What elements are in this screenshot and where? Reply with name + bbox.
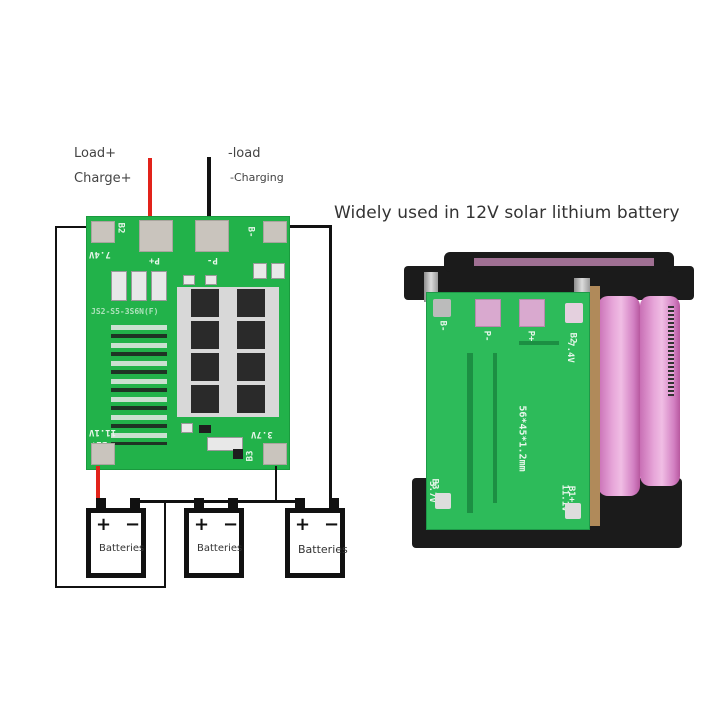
wire-b1-plus: [96, 466, 100, 506]
pad-b3: [435, 493, 451, 509]
diode: [199, 425, 211, 433]
board-dimensions: 56*45*1.2mm: [516, 405, 528, 472]
component: [131, 271, 147, 301]
battery-terminal-positive: [295, 498, 305, 510]
silk-model: JS2-S5-3S6N(F): [91, 307, 159, 316]
silk-7v4: 7.4V: [564, 341, 575, 363]
capacitor: [181, 423, 193, 433]
silk-p-plus: P+: [525, 330, 536, 342]
wire-load-minus: [207, 157, 211, 220]
headline: Widely used in 12V solar lithium battery: [334, 203, 680, 223]
component: [207, 437, 243, 451]
load-minus-label: -load: [228, 146, 261, 161]
mosfet: [237, 289, 265, 317]
mosfet: [191, 321, 219, 349]
pad-b3: [263, 443, 287, 465]
bms-board-installed: B- P- P+ B2 7.4V 56*45*1.2mm B3 3.7V B1+…: [426, 292, 590, 530]
plus-sign: +: [96, 514, 112, 535]
wire-load-plus: [148, 158, 152, 220]
bms-pcb: B2 7.4V P+ P- B- JS2-S5-3S6N(F) 11.1V B1…: [86, 216, 290, 470]
cell-barcode: [668, 306, 674, 396]
battery-body: + − Batteries: [285, 508, 348, 578]
battery-terminal-negative: [329, 498, 339, 510]
battery-terminal-negative: [228, 498, 238, 510]
wire-b2-vertical: [55, 226, 57, 588]
silk-p-plus: P+: [149, 255, 160, 265]
pad-p-minus: [475, 299, 501, 327]
cell-18650: [640, 296, 680, 486]
silk-3v7: 3.7V: [251, 429, 273, 439]
silk-b3: B3: [245, 450, 256, 462]
cell-tops: [474, 258, 654, 266]
silk-b-minus: B-: [245, 226, 256, 238]
wire-b2-up: [164, 503, 166, 588]
load-plus-label: Load+: [74, 146, 117, 161]
component: [151, 271, 167, 301]
charging-minus-label: -Charging: [230, 171, 284, 184]
plus-sign: +: [295, 514, 311, 535]
minus-sign: −: [223, 514, 239, 535]
mosfet: [237, 353, 265, 381]
resistor: [271, 263, 285, 279]
silk-b2: B2: [115, 222, 126, 234]
trace: [467, 353, 473, 513]
wire-b2-bottom: [55, 586, 165, 588]
pad-b2: [91, 221, 115, 243]
mosfet: [191, 353, 219, 381]
transistor: [233, 449, 243, 459]
pad-p-plus: [519, 299, 545, 327]
wire-b-minus-vertical: [329, 225, 332, 505]
battery-label: Batteries: [298, 543, 348, 556]
pad-b2: [565, 303, 583, 323]
trace: [493, 353, 497, 503]
battery-terminal-negative: [130, 498, 140, 510]
capacitor: [205, 275, 217, 285]
capacitor: [183, 275, 195, 285]
battery-pack-photo: B- P- P+ B2 7.4V 56*45*1.2mm B3 3.7V B1+…: [404, 246, 694, 556]
mosfet: [237, 385, 265, 413]
silk-p-minus: P-: [207, 255, 218, 265]
wire-b3: [275, 466, 277, 502]
plus-sign: +: [194, 514, 210, 535]
cell-18650: [598, 296, 640, 496]
trace: [519, 341, 559, 345]
silk-7v4: 7.4V: [89, 249, 111, 259]
battery-label: Batteries: [99, 543, 145, 554]
component: [111, 271, 127, 301]
charge-plus-label: Charge+: [74, 171, 132, 186]
wire-bat1-bat2: [134, 500, 234, 503]
mosfet: [191, 289, 219, 317]
control-ic-array: [111, 325, 167, 445]
resistor: [253, 263, 267, 279]
minus-sign: −: [324, 514, 340, 535]
pad-b1-plus: [91, 443, 115, 465]
silk-b-minus: B-: [437, 320, 448, 332]
pad-p-minus: [195, 220, 229, 252]
silk-p-minus: P-: [481, 330, 492, 342]
wire-bat2-bat3: [232, 500, 298, 503]
pad-b-minus: [433, 299, 451, 317]
battery-body: + − Batteries: [184, 508, 244, 578]
minus-sign: −: [125, 514, 141, 535]
battery-body: + − Batteries: [86, 508, 146, 578]
battery-terminal-positive: [96, 498, 106, 510]
pad-p-plus: [139, 220, 173, 252]
wire-b-minus-horizontal: [282, 225, 332, 228]
silk-11v1: 11.1V: [89, 427, 117, 437]
battery-label: Batteries: [197, 543, 243, 554]
mosfet: [237, 321, 265, 349]
pad-b-minus: [263, 221, 287, 243]
mosfet: [191, 385, 219, 413]
battery-terminal-positive: [194, 498, 204, 510]
wire-b2-horizontal: [55, 226, 95, 228]
pad-b1-plus: [565, 503, 581, 519]
